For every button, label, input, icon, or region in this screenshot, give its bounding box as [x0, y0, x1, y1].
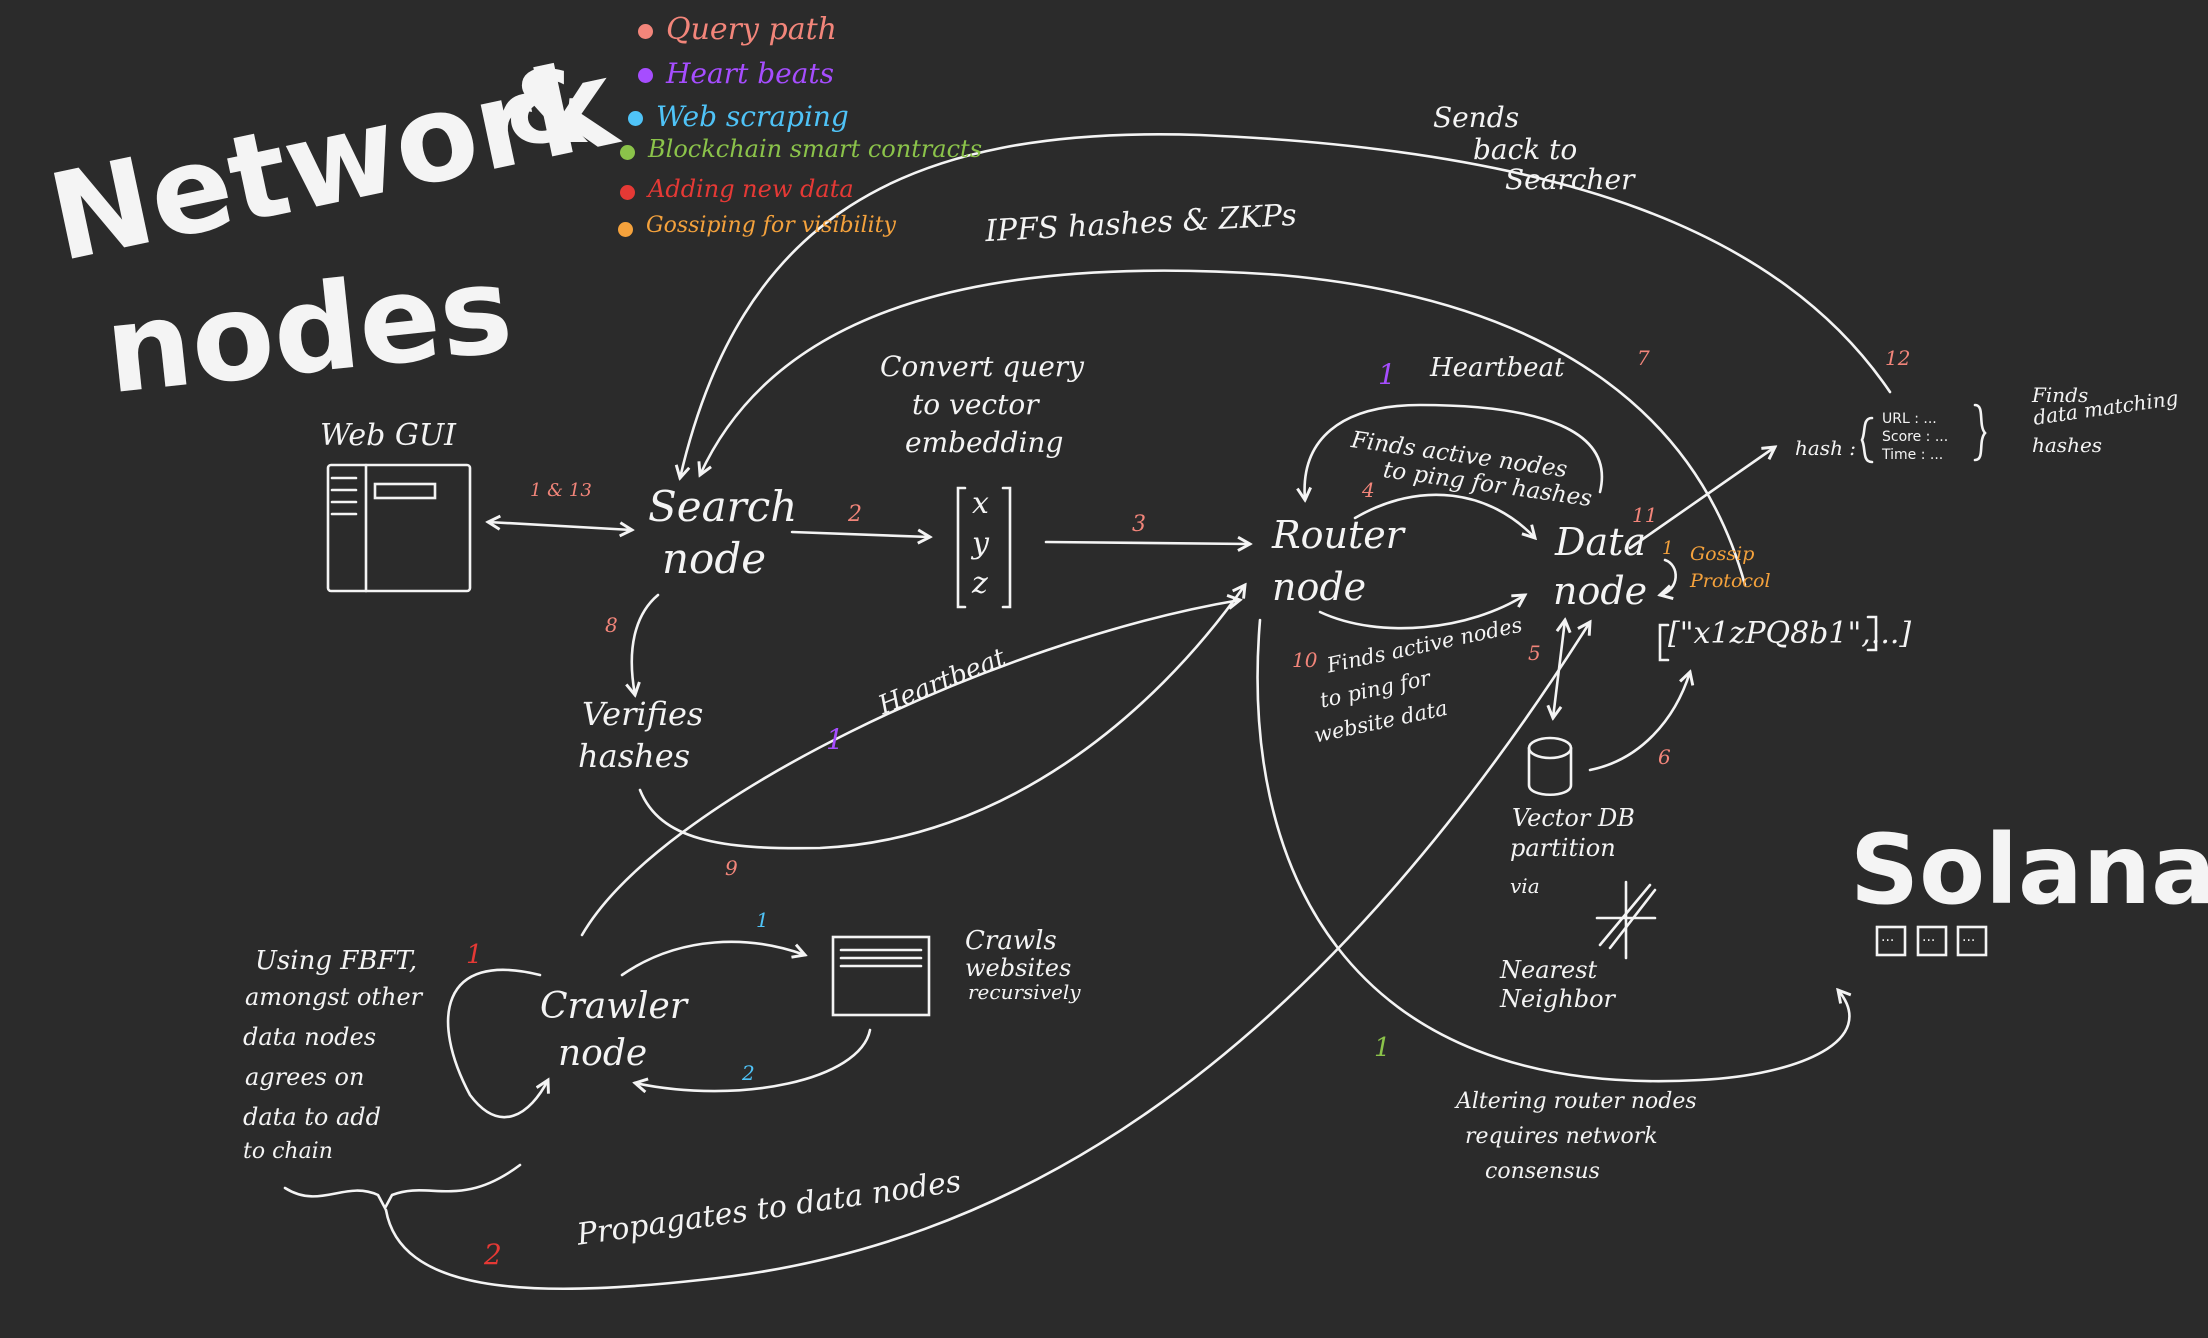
convert-query-2: to vector: [912, 388, 1039, 421]
legend-dot-2: [638, 68, 653, 84]
router-data-arrow: [1353, 493, 1535, 538]
altering-1: Altering router nodes: [1456, 1089, 1697, 1114]
solana-block-1: ...: [1881, 929, 1895, 945]
vector-db-1: Vector DB: [1512, 804, 1635, 832]
sends-back-1: Sends: [1433, 101, 1520, 134]
data-node-label-2: node: [1553, 569, 1648, 613]
hash-field-score: Score : ...: [1882, 429, 1949, 445]
gossip-number-1: 1: [1662, 538, 1674, 559]
title-ampersand: &: [505, 49, 593, 166]
crawler-node-label-1: Crawler: [540, 986, 688, 1027]
legend-dot-5: [620, 184, 635, 200]
nearest-1: Nearest: [1500, 956, 1598, 984]
legend-dot-4: [620, 144, 635, 160]
verifies-label-2: hashes: [578, 737, 691, 775]
legend-label-1: Query path: [666, 12, 837, 47]
solana-block-2: ...: [1922, 929, 1936, 945]
add-data-number-1: 1: [466, 940, 483, 970]
ipfs-arc-arrow: [700, 269, 1747, 587]
step-4: 4: [1362, 478, 1375, 502]
vector-y: y: [972, 526, 989, 561]
data-node-label-1: Data: [1555, 520, 1647, 564]
step-3: 3: [1132, 512, 1146, 537]
webpage-icon: [831, 935, 931, 1017]
sends-back-arrow: [680, 133, 1892, 478]
legend-dot-3: [628, 111, 643, 127]
legend-label-6: Gossiping for visibility: [646, 213, 896, 238]
convert-query-3: embedding: [905, 426, 1064, 459]
chain-number-1: 1: [1374, 1033, 1391, 1063]
scrape-number-2: 2: [742, 1061, 755, 1085]
fbft-1: Using FBFT,: [255, 946, 418, 976]
sends-back-2: back to: [1473, 133, 1578, 166]
verifies-label-1: Verifies: [582, 695, 704, 733]
vector-router-arrow: [1044, 542, 1250, 544]
gui-search-arrow: [488, 522, 632, 530]
search-node-label-2: node: [662, 534, 767, 583]
add-data-number-2: 2: [484, 1238, 502, 1271]
vector-z: z: [972, 566, 988, 601]
step-6: 6: [1658, 745, 1671, 769]
solana-label: Solana: [1850, 814, 2208, 926]
web-gui-label: Web GUI: [320, 418, 456, 453]
finds-matching-3: hashes: [2032, 433, 2103, 457]
web-gui-icon: [326, 463, 472, 593]
fbft-3: data nodes: [243, 1023, 377, 1051]
legend-label-3: Web scraping: [656, 100, 849, 133]
step-11: 11: [1632, 503, 1658, 527]
sends-back-3: Searcher: [1505, 163, 1635, 196]
vector-x: x: [972, 486, 989, 521]
legend-dot-1: [638, 24, 653, 39]
gossip-label-2: Protocol: [1690, 570, 1771, 592]
database-icon: [1527, 736, 1573, 796]
search-vector-arrow: [790, 532, 930, 537]
fbft-6: to chain: [243, 1139, 333, 1164]
step-12: 12: [1885, 346, 1911, 370]
heartbeat-top-label: Heartbeat: [1430, 353, 1565, 383]
legend-label-2: Heart beats: [666, 57, 835, 90]
fbft-2: amongst other: [245, 983, 423, 1011]
crawler-node-label-2: node: [558, 1033, 648, 1074]
nearest-2: Neighbor: [1500, 985, 1615, 1013]
gossip-label-1: Gossip: [1690, 543, 1755, 565]
step-2: 2: [848, 502, 862, 527]
legend-label-4: Blockchain smart contracts: [648, 135, 983, 163]
heartbeat-number-top: 1: [1378, 358, 1396, 391]
step-10: 10: [1292, 648, 1318, 672]
fbft-5: data to add: [243, 1103, 382, 1131]
crawls-1: Crawls: [965, 926, 1057, 956]
heartbeat-number-mid: 1: [826, 723, 844, 756]
hash-field-url: URL : ...: [1882, 411, 1937, 427]
altering-2: requires network: [1465, 1124, 1658, 1149]
legend-dot-6: [618, 221, 633, 237]
crawls-2: websites: [965, 954, 1072, 982]
legend-label-5: Adding new data: [648, 175, 854, 203]
vector-db-2: partition: [1510, 834, 1616, 862]
vector-db-3: via: [1510, 874, 1540, 898]
crawls-3: recursively: [968, 980, 1081, 1004]
router-data-lower-arrow: [1318, 595, 1525, 630]
scrape-number-1: 1: [756, 908, 769, 932]
router-node-label-1: Router: [1272, 513, 1404, 557]
altering-3: consensus: [1485, 1159, 1600, 1184]
solana-block-3: ...: [1962, 929, 1976, 945]
convert-query-1: Convert query: [880, 350, 1084, 383]
hash-list: ["x1zPQ8b1",...]: [1668, 616, 1912, 651]
router-node-label-2: node: [1272, 565, 1367, 609]
fbft-4: agrees on: [245, 1063, 365, 1091]
finds-matching-1: Finds: [2032, 383, 2089, 407]
heartbeat-loop-arrow: [1305, 403, 1604, 500]
step-7: 7: [1637, 346, 1650, 370]
hash-key: hash :: [1795, 436, 1857, 460]
step-1-13: 1 & 13: [530, 480, 592, 501]
step-8: 8: [605, 613, 618, 637]
search-node-label-1: Search: [648, 482, 798, 531]
step-5: 5: [1528, 641, 1541, 665]
step-9: 9: [725, 856, 738, 880]
hash-field-time: Time : ...: [1882, 447, 1944, 463]
